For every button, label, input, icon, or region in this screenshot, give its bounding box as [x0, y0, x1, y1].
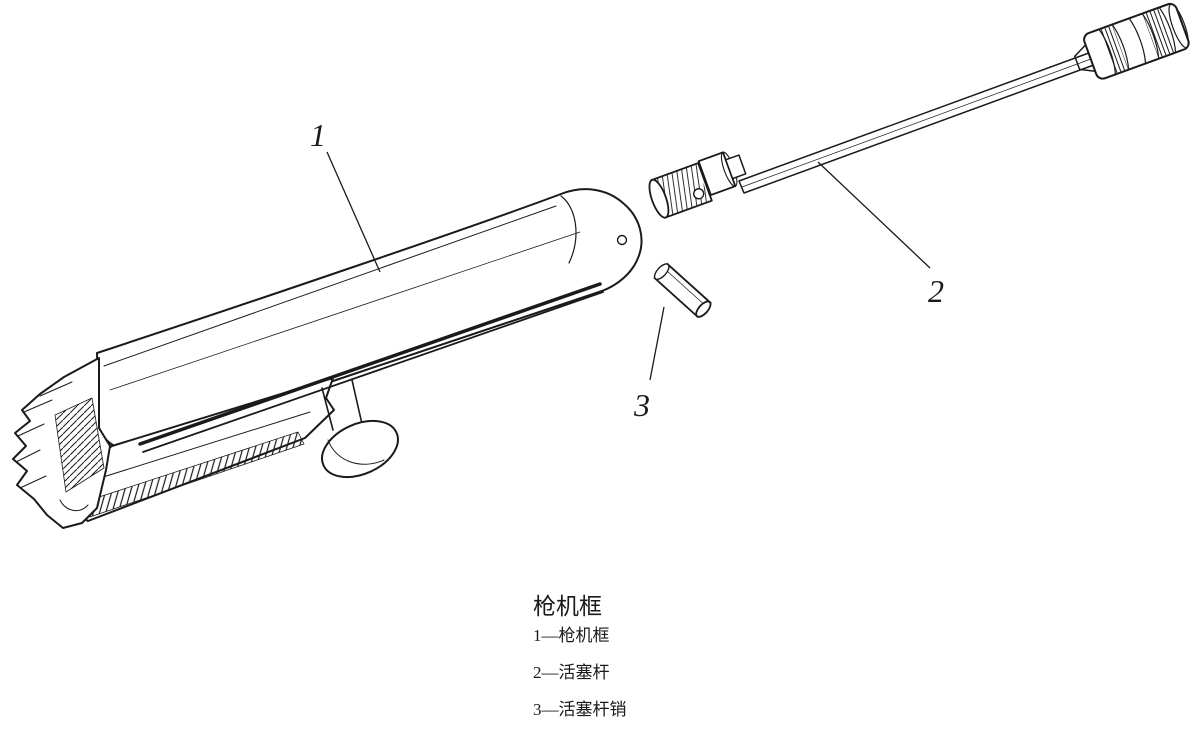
bolt-head-lug-lines [15, 381, 89, 512]
legend-item-2: 2—活塞杆 [533, 663, 610, 682]
legend-item-3: 3—活塞杆销 [533, 700, 627, 719]
piston-rod-collar [697, 151, 747, 196]
callout-3-leader [649, 306, 665, 381]
bolt-carrier-drawing [12, 188, 643, 529]
callouts: 1 2 3 [310, 117, 944, 423]
callout-3-label: 3 [633, 387, 650, 423]
piston-rod-threaded-end [648, 162, 713, 219]
bolt-carrier-rail-line [99, 411, 311, 479]
callout-2-leader [817, 161, 931, 269]
charging-handle [321, 379, 399, 479]
piston-rod-drawing [648, 2, 1190, 219]
callout-2-label: 2 [928, 273, 944, 309]
bolt-carrier-tube [96, 188, 643, 451]
piston-rod-pin-hole [692, 188, 705, 200]
bolt-head-hatch [54, 397, 105, 493]
legend-item-1: 1—枪机框 [533, 626, 610, 645]
figure-title: 枪机框 [533, 594, 602, 619]
callout-1-leader [326, 151, 381, 273]
gas-piston-head [1074, 2, 1190, 80]
bolt-carrier-shading [103, 195, 628, 453]
callout-1-label: 1 [310, 117, 326, 153]
piston-rod-pin-drawing [653, 262, 712, 319]
piston-rod-shaft-highlight [741, 55, 1100, 188]
figure-legend: 1—枪机框 2—活塞杆 3—活塞杆销 [533, 627, 833, 738]
